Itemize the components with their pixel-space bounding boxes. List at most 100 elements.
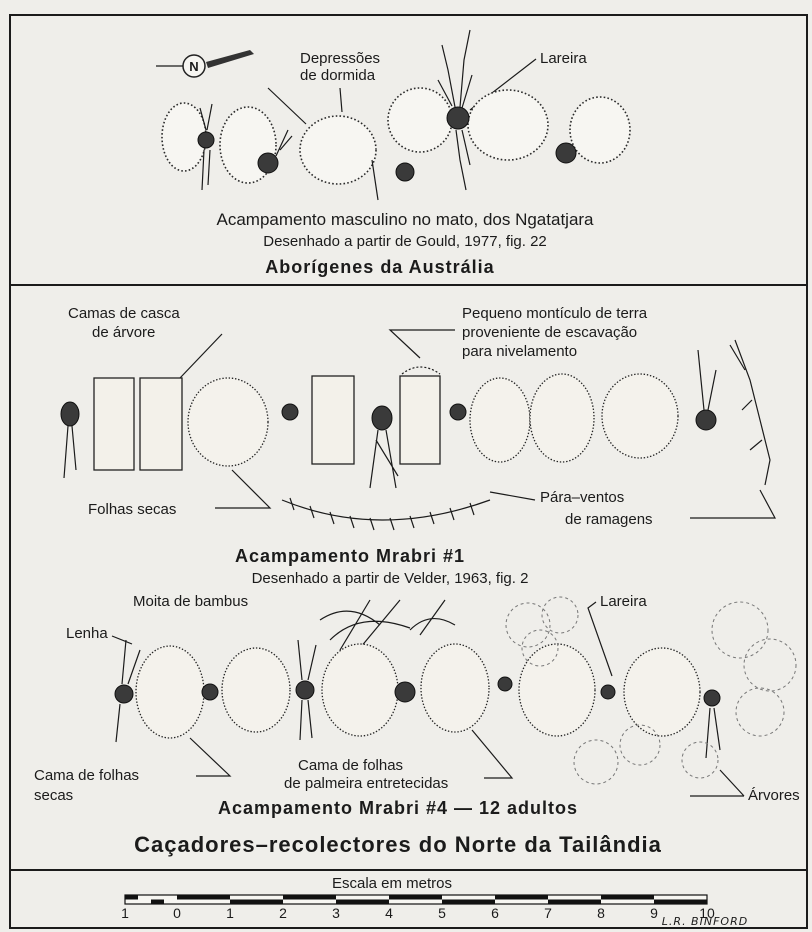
bark-bed bbox=[312, 376, 354, 464]
scale-bar bbox=[125, 895, 707, 904]
hearth-icon bbox=[202, 684, 218, 700]
firewood-icon bbox=[698, 350, 716, 410]
label-mound-line1: Pequeno montículo de terra bbox=[462, 305, 648, 322]
label-windbreak-line2: de ramagens bbox=[565, 511, 653, 528]
hearth-icon bbox=[282, 404, 298, 420]
label-depressions-line2: de dormida bbox=[300, 67, 376, 84]
scale-tick-label: 1 bbox=[121, 905, 129, 921]
label-palm-bed-line2: de palmeira entretecidas bbox=[284, 775, 448, 792]
scale-tick-label: 8 bbox=[597, 905, 605, 921]
scale-tick-label: 2 bbox=[279, 905, 287, 921]
mrabri4-caption: Acampamento Mrabri #4 — 12 adultos bbox=[218, 798, 578, 818]
label-palm-bed-line1: Cama de folhas bbox=[298, 757, 403, 774]
firewood-icon bbox=[438, 30, 472, 108]
label-dry-leaf-bed-line2: secas bbox=[34, 787, 73, 804]
leader-firewood bbox=[112, 636, 132, 644]
firewood-icon bbox=[370, 430, 398, 488]
artist-signature: L.R. BINFORD bbox=[662, 915, 748, 928]
label-mound-line3: para nivelamento bbox=[462, 343, 577, 360]
scale-title: Escala em metros bbox=[332, 875, 452, 892]
dry-leaf-bed bbox=[470, 378, 530, 462]
label-depressions-line1: Depressões bbox=[300, 50, 380, 67]
scale-ticks: 1012345678910 bbox=[121, 905, 715, 921]
dry-leaf-bed bbox=[222, 648, 290, 732]
scale-tick-label: 9 bbox=[650, 905, 658, 921]
hearth-icon bbox=[396, 163, 414, 181]
sleeping-depression bbox=[388, 88, 452, 152]
hearth-icon bbox=[198, 132, 214, 148]
bark-bed bbox=[400, 376, 440, 464]
label-hearth: Lareira bbox=[540, 50, 587, 67]
bark-bed bbox=[94, 378, 134, 470]
hearth-icon bbox=[372, 406, 392, 430]
leader-dry-leaves bbox=[215, 470, 270, 508]
branch-windbreak-twigs bbox=[290, 498, 474, 530]
bamboo-clump-icon bbox=[320, 600, 455, 650]
dry-leaf-bed bbox=[136, 646, 204, 738]
leader-palm-bed bbox=[472, 730, 512, 778]
branch-windbreak bbox=[730, 340, 770, 485]
firewood-icon bbox=[202, 150, 210, 190]
dry-leaf-bed bbox=[530, 374, 594, 462]
hearth-icon bbox=[447, 107, 469, 129]
hearth-icon bbox=[450, 404, 466, 420]
scale-tick-label: 6 bbox=[491, 905, 499, 921]
sleeping-depression bbox=[468, 90, 548, 160]
label-windbreak-line1: Pára–ventos bbox=[540, 489, 624, 506]
hearth-icon bbox=[696, 410, 716, 430]
scale-tick-label: 1 bbox=[226, 905, 234, 921]
thailand-heading: Caçadores–recolectores do Norte da Tailâ… bbox=[134, 832, 662, 857]
australia-source: Desenhado a partir de Gould, 1977, fig. … bbox=[263, 233, 547, 250]
leader-depressions-a bbox=[268, 88, 306, 124]
hearth-icon bbox=[296, 681, 314, 699]
label-bamboo: Moita de bambus bbox=[133, 593, 248, 610]
leader-trees bbox=[690, 770, 744, 796]
dry-leaf-bed bbox=[519, 644, 595, 736]
mrabri1-caption: Acampamento Mrabri #1 bbox=[235, 546, 465, 566]
sleeping-depression bbox=[300, 116, 376, 184]
leader-mound bbox=[390, 330, 455, 358]
leader-windbreak-b bbox=[690, 490, 775, 518]
firewood-icon bbox=[64, 426, 76, 478]
bark-bed bbox=[140, 378, 182, 470]
label-dry-leaves: Folhas secas bbox=[88, 501, 176, 518]
dry-leaf-bed bbox=[602, 374, 678, 458]
earth-mound bbox=[402, 367, 440, 374]
leader-hearth-2 bbox=[588, 602, 612, 676]
hearth-icon bbox=[115, 685, 133, 703]
hearth-icon bbox=[498, 677, 512, 691]
label-bark-beds-line2: de árvore bbox=[92, 324, 155, 341]
scale-tick-label: 4 bbox=[385, 905, 393, 921]
firewood-icon bbox=[372, 160, 378, 200]
hearth-icon bbox=[556, 143, 576, 163]
leader-depressions-b bbox=[340, 88, 342, 112]
scale-tick-label: 7 bbox=[544, 905, 552, 921]
leader-windbreak-a bbox=[490, 492, 535, 500]
label-firewood: Lenha bbox=[66, 625, 108, 642]
label-hearth-2: Lareira bbox=[600, 593, 647, 610]
dry-leaf-bed bbox=[188, 378, 268, 466]
mrabri1-source: Desenhado a partir de Velder, 1963, fig.… bbox=[252, 570, 529, 587]
north-arrow-icon bbox=[156, 50, 254, 77]
label-mound-line2: proveniente de escavação bbox=[462, 324, 637, 341]
leader-dry-leaf-bed bbox=[190, 738, 230, 776]
leader-bark-beds bbox=[180, 334, 222, 378]
hearth-icon bbox=[395, 682, 415, 702]
dry-leaf-bed bbox=[624, 648, 700, 736]
north-letter: N bbox=[189, 59, 198, 74]
palm-leaf-bed bbox=[421, 644, 489, 732]
label-bark-beds-line1: Camas de casca bbox=[68, 305, 180, 322]
hearth-icon bbox=[601, 685, 615, 699]
scale-tick-label: 0 bbox=[173, 905, 181, 921]
firewood-icon bbox=[456, 130, 470, 190]
palm-leaf-bed bbox=[322, 644, 398, 736]
scale-tick-label: 3 bbox=[332, 905, 340, 921]
australia-heading: Aborígenes da Austrália bbox=[265, 257, 494, 277]
firewood-icon bbox=[706, 708, 720, 758]
australia-caption: Acampamento masculino no mato, dos Ngata… bbox=[216, 210, 594, 229]
hearth-icon bbox=[704, 690, 720, 706]
firewood-icon bbox=[276, 130, 292, 156]
scale-tick-label: 5 bbox=[438, 905, 446, 921]
hearth-icon bbox=[258, 153, 278, 173]
